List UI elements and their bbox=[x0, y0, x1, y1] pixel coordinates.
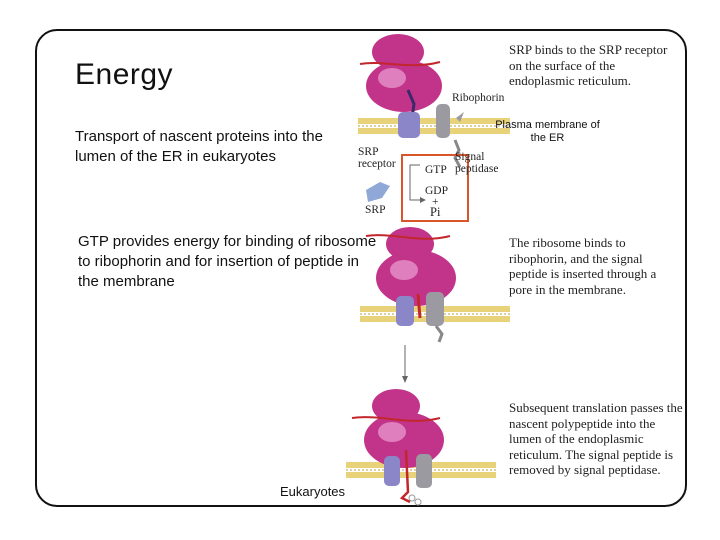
panel-1-srp-binding bbox=[358, 34, 510, 168]
step1-description: SRP binds to the SRP receptor on the sur… bbox=[509, 42, 668, 88]
plus-label: + bbox=[432, 196, 439, 208]
gdp-label: GDP bbox=[425, 185, 449, 197]
ribophorin-shape bbox=[436, 104, 450, 138]
srp-receptor-label: SRP receptor bbox=[358, 146, 396, 170]
membrane-1 bbox=[358, 118, 510, 134]
srp-receptor-shape bbox=[398, 112, 420, 138]
signal-peptidase-label: Signal peptidase bbox=[455, 151, 499, 175]
plasma-membrane-annotation: Plasma membrane of the ER bbox=[495, 119, 600, 144]
transport-description: Transport of nascent proteins into the l… bbox=[75, 128, 323, 165]
step3-description: Subsequent translation passes the nascen… bbox=[509, 400, 683, 477]
ribophorin-label: Ribophorin bbox=[452, 92, 505, 104]
slide-title: Energy bbox=[75, 58, 174, 91]
ribosome-large-subunit-1 bbox=[366, 60, 442, 112]
slide-frame bbox=[35, 29, 687, 507]
srp-label: SRP bbox=[365, 204, 386, 216]
gtp-label: GTP bbox=[425, 164, 447, 176]
step2-description: The ribosome binds to ribophorin, and th… bbox=[509, 235, 657, 297]
gtp-description: GTP provides energy for binding of ribos… bbox=[78, 233, 377, 290]
panel-3-translation bbox=[346, 389, 496, 506]
srp-particle-shape bbox=[366, 182, 390, 202]
mrna-strand-1 bbox=[359, 61, 441, 67]
figure-caption: Eukaryotes bbox=[280, 484, 346, 499]
panel-2-ribosome-binding bbox=[360, 227, 510, 343]
pi-label: Pi bbox=[430, 205, 441, 219]
gtp-highlight-box bbox=[401, 154, 469, 222]
